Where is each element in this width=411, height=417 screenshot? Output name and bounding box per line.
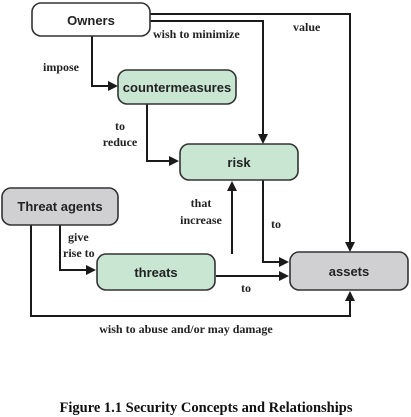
threats-node: threats [96,253,216,291]
owners-label: Owners [67,13,115,28]
arrow-threatagents-to-threats [59,225,96,275]
risk-label: risk [227,155,251,170]
label-risk-to-assets: to [271,217,281,231]
arrow-threatagents-to-assets [30,225,355,317]
label-wish-to-abuse: wish to abuse and/or may damage [99,322,273,336]
threats-label: threats [134,265,177,280]
arrow-owners-to-countermeasures [91,36,118,91]
label-that-increase-line1: that [191,196,212,210]
label-to-reduce-line1: to [115,119,125,133]
label-impose: impose [43,60,80,74]
countermeasures-node: countermeasures [117,69,237,105]
owners-node: Owners [31,2,151,37]
assets-label: assets [329,264,369,279]
arrow-owners-to-risk [150,20,268,144]
label-wish-to-minimize: wish to minimize [153,27,240,41]
figure-caption: Figure 1.1 Security Concepts and Relatio… [60,400,353,416]
risk-node: risk [179,143,299,181]
arrow-countermeasures-to-risk [146,104,179,166]
label-value: value [293,20,321,34]
countermeasures-label: countermeasures [123,80,231,95]
assets-node: assets [289,251,409,291]
threat-agents-label: Threat agents [17,199,102,214]
label-to-reduce-line2: reduce [103,135,138,149]
label-give-rise-line1: give [68,230,89,244]
label-give-rise-line2: rise to [63,246,95,260]
label-that-increase-line2: increase [180,213,222,227]
label-threats-to-assets: to [241,281,251,295]
arrow-risk-to-assets [262,180,289,267]
arrow-owners-to-assets [150,13,355,252]
threat-agents-node: Threat agents [1,187,119,226]
